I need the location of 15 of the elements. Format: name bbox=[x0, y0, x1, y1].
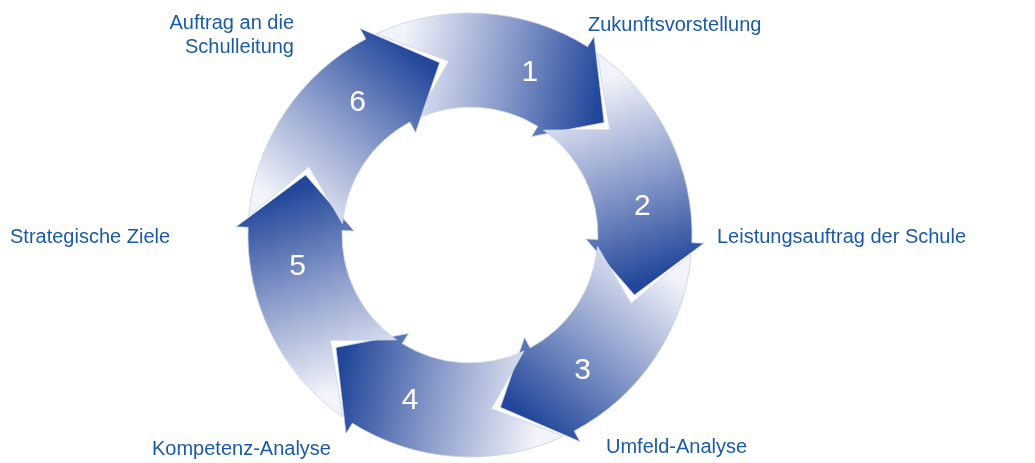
arrow-segment bbox=[335, 333, 564, 457]
step-label: Leistungsauftrag der Schule bbox=[717, 224, 968, 248]
step-number: 1 bbox=[521, 55, 539, 86]
step-label: Umfeld-Analyse bbox=[606, 434, 749, 458]
step-number: 6 bbox=[349, 85, 366, 116]
step-number: 2 bbox=[634, 189, 651, 220]
step-number: 5 bbox=[289, 250, 306, 281]
arrow-segment bbox=[543, 53, 704, 295]
step-label: Strategische Ziele bbox=[10, 224, 172, 248]
step-label: Kompetenz-Analyse bbox=[152, 436, 332, 460]
arrow-segment bbox=[236, 175, 397, 417]
step-label: Zukunftsvorstellung bbox=[588, 12, 763, 36]
step-label: Auftrag an die Schulleitung bbox=[168, 10, 294, 58]
step-number: 4 bbox=[401, 384, 419, 415]
step-number: 3 bbox=[574, 354, 591, 385]
